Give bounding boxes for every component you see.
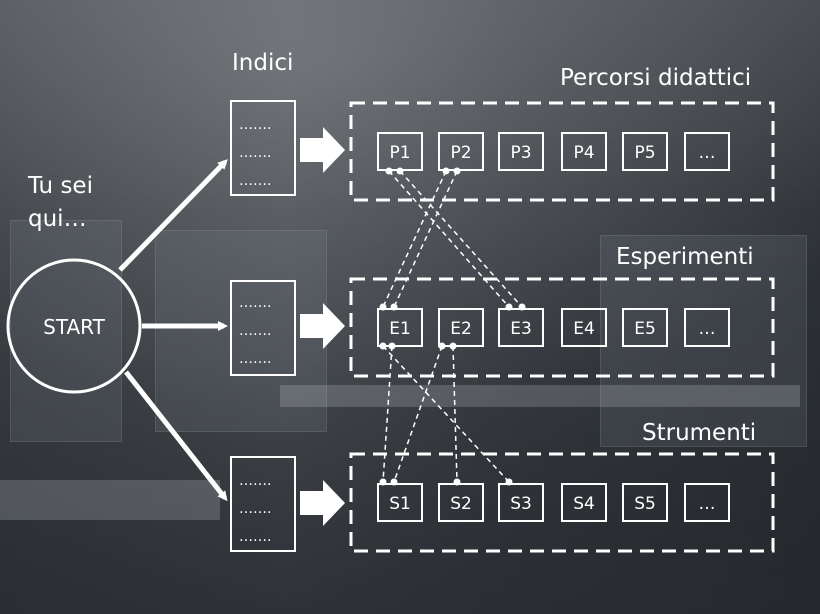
item-label: P4 <box>573 143 594 163</box>
esperimento-e5[interactable]: E5 <box>622 308 668 347</box>
percorso-p2[interactable]: P2 <box>438 132 484 171</box>
item-label: S1 <box>389 494 411 514</box>
link-e1-s3 <box>382 345 510 483</box>
link-e2-s1 <box>393 345 443 483</box>
strumento-more[interactable]: … <box>684 483 730 522</box>
you-are-here-label-line1: Tu sei <box>27 173 93 199</box>
item-label: … <box>699 143 716 163</box>
percorso-p3[interactable]: P3 <box>498 132 544 171</box>
strumento-s4[interactable]: S4 <box>561 483 607 522</box>
percorso-p1[interactable]: P1 <box>377 132 423 171</box>
strumento-s2[interactable]: S2 <box>438 483 484 522</box>
item-label: E4 <box>573 319 595 339</box>
start-to-index-top-arrow <box>118 159 228 272</box>
item-label: S3 <box>510 494 532 514</box>
esperimenti-title: Esperimenti <box>616 244 754 270</box>
percorso-p4[interactable]: P4 <box>561 132 607 171</box>
lab-bench-front <box>0 480 220 520</box>
item-label: S4 <box>573 494 595 514</box>
item-label: E3 <box>510 319 532 339</box>
index-box-percorsi[interactable]: ……. ……. ……. <box>230 100 296 196</box>
you-are-here-label-line2: qui… <box>28 206 87 232</box>
index-to-strumenti-arrow <box>300 480 345 526</box>
esperimento-e3[interactable]: E3 <box>498 308 544 347</box>
lab-bench <box>280 385 800 407</box>
start-label: START <box>43 315 105 339</box>
item-label: P1 <box>389 143 410 163</box>
index-box-strumenti[interactable]: ……. ……. ……. <box>230 456 296 552</box>
link-e2-s2 <box>452 345 458 483</box>
strumenti-section <box>349 452 775 553</box>
item-label: … <box>699 494 716 514</box>
strumento-s3[interactable]: S3 <box>498 483 544 522</box>
item-label: P5 <box>634 143 655 163</box>
start-to-index-bottom-arrow <box>124 370 228 502</box>
start-node[interactable] <box>6 258 142 394</box>
link-p2-e1b <box>393 170 458 308</box>
index-entry: ……. <box>239 501 271 517</box>
index-entry: ……. <box>239 323 271 339</box>
percorsi-section <box>349 101 775 202</box>
item-label: … <box>699 319 716 339</box>
item-label: E5 <box>634 319 656 339</box>
index-entry: ……. <box>239 351 271 367</box>
item-label: P3 <box>510 143 531 163</box>
lab-cabinet-left <box>10 220 122 442</box>
lab-floor <box>0 360 820 614</box>
strumento-s5[interactable]: S5 <box>622 483 668 522</box>
index-entry: ……. <box>239 117 271 133</box>
percorsi-title: Percorsi didattici <box>560 65 751 91</box>
item-label: E1 <box>389 319 411 339</box>
index-entry: ……. <box>239 473 271 489</box>
index-entry: ……. <box>239 529 271 545</box>
esperimento-e4[interactable]: E4 <box>561 308 607 347</box>
strumenti-title: Strumenti <box>642 420 756 446</box>
item-label: S2 <box>450 494 472 514</box>
percorso-p5[interactable]: P5 <box>622 132 668 171</box>
index-entry: ……. <box>239 145 271 161</box>
connector-links <box>382 170 523 483</box>
strumento-s1[interactable]: S1 <box>377 483 423 522</box>
link-e1-s1 <box>382 345 393 483</box>
esperimento-e1[interactable]: E1 <box>377 308 423 347</box>
index-to-esperimenti-arrow <box>300 303 345 349</box>
esperimenti-section <box>349 277 775 378</box>
link-p1-e3 <box>388 170 510 308</box>
index-box-esperimenti[interactable]: ……. ……. ……. <box>230 280 296 376</box>
esperimento-more[interactable]: … <box>684 308 730 347</box>
index-entry: ……. <box>239 295 271 311</box>
connector-dots <box>379 167 526 486</box>
esperimento-e2[interactable]: E2 <box>438 308 484 347</box>
item-label: S5 <box>634 494 656 514</box>
link-p2-e1 <box>382 170 447 308</box>
link-p1-e3b <box>399 170 523 308</box>
index-to-percorsi-arrow <box>300 127 345 173</box>
indici-title: Indici <box>232 50 293 76</box>
item-label: E2 <box>450 319 472 339</box>
item-label: P2 <box>450 143 471 163</box>
percorso-more[interactable]: … <box>684 132 730 171</box>
index-entry: ……. <box>239 173 271 189</box>
